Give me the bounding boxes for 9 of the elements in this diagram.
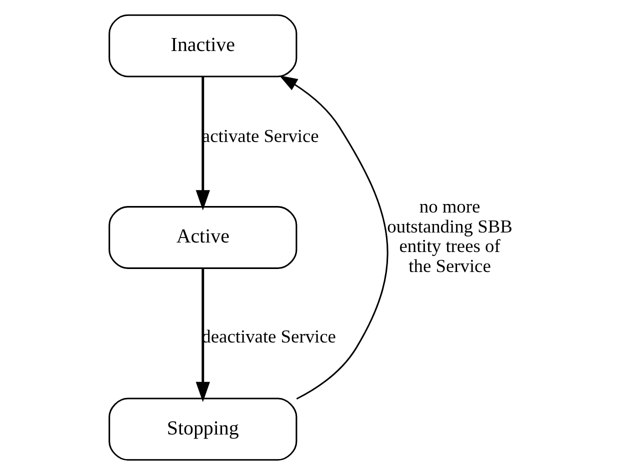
edge-label: no more outstanding SBB entity trees of the Service — [386, 196, 512, 276]
node-box: Stopping — [108, 397, 297, 460]
edge-label: activate Service — [201, 125, 318, 146]
arrow — [195, 268, 210, 402]
node-box: Inactive — [108, 14, 297, 77]
node-box: Active — [108, 206, 297, 268]
edge-label: deactivate Service — [201, 326, 336, 346]
arrow — [195, 76, 210, 210]
arrow — [278, 74, 388, 400]
